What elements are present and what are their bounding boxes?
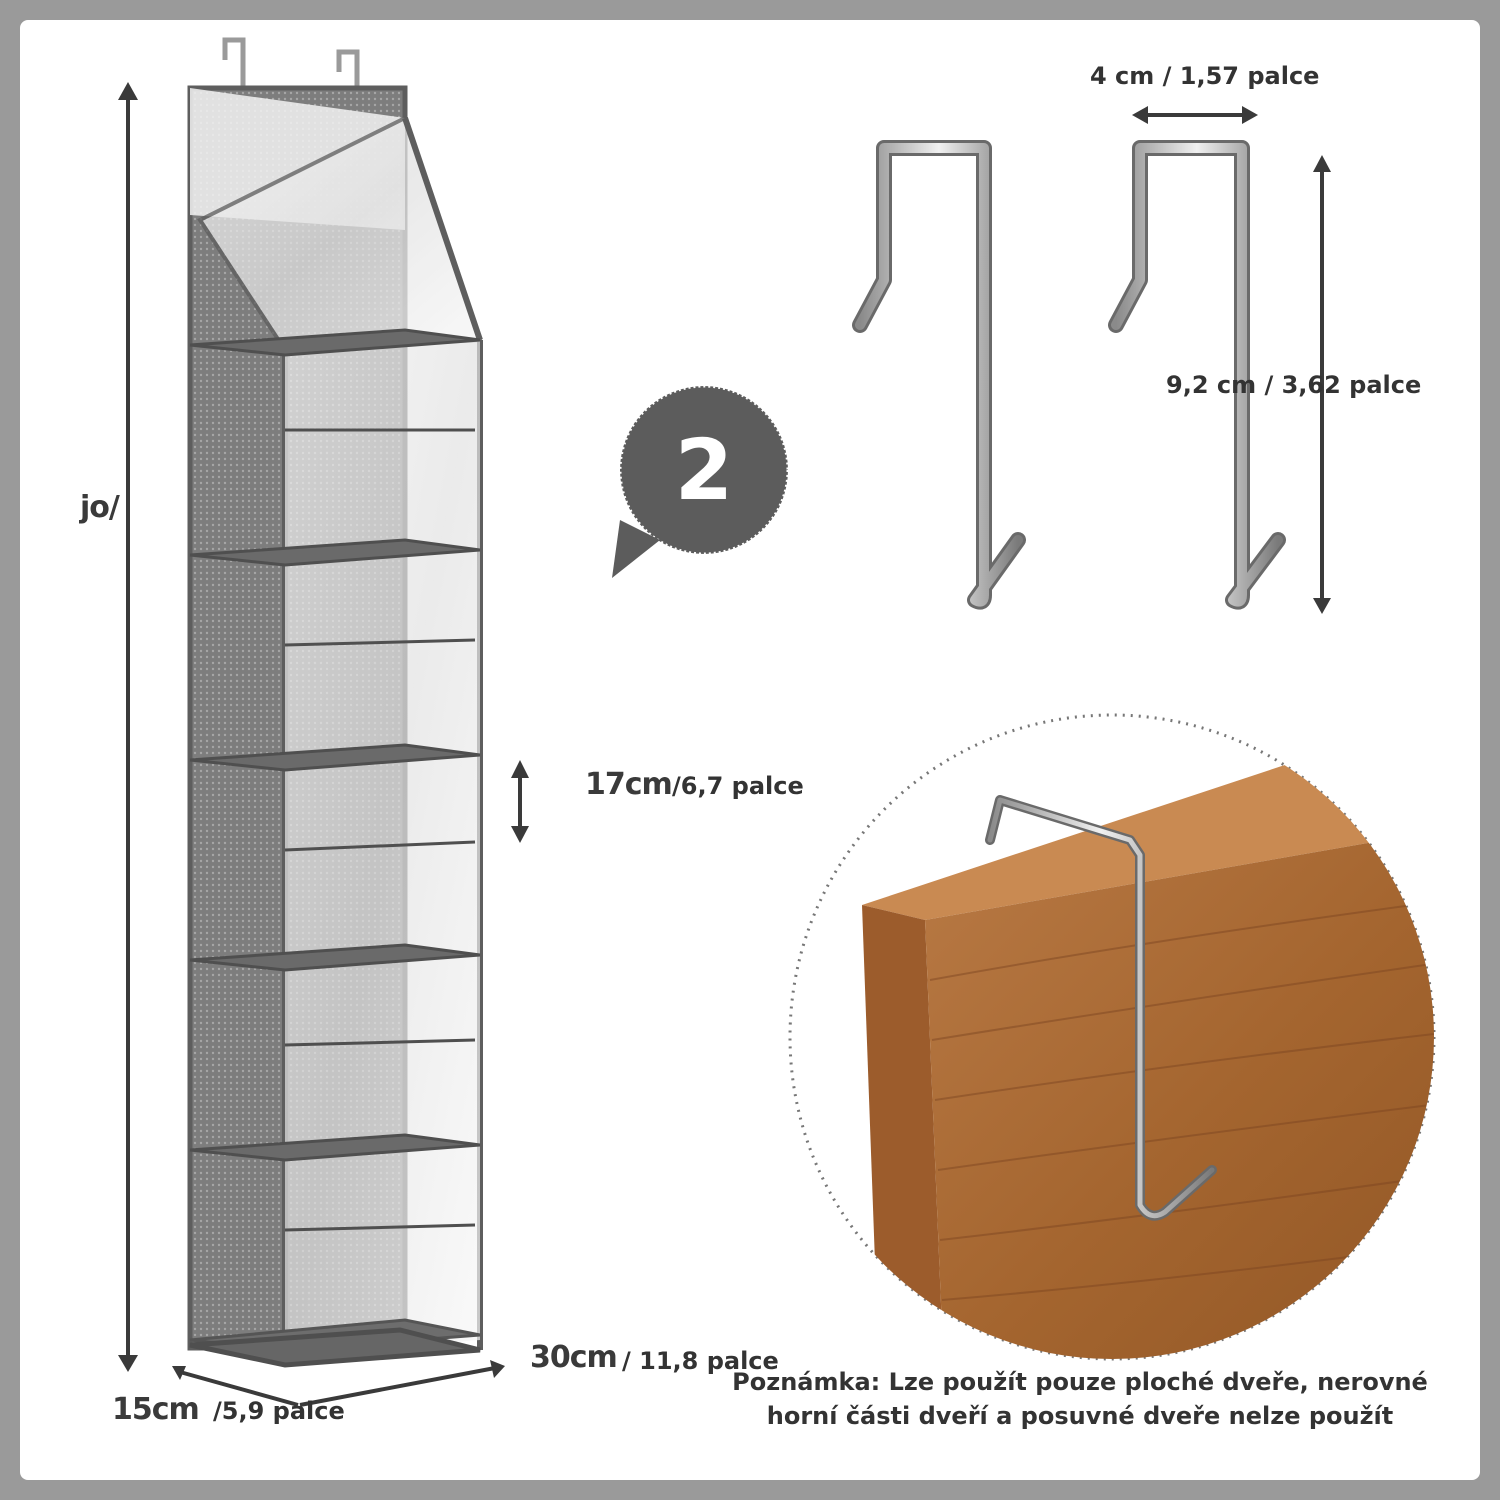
hook-width-arrow [1132,106,1258,124]
width-in-label: / 11,8 palce [622,1347,779,1375]
depth-cm-label: 15cm [112,1392,200,1427]
shelf-height-cm-label: 17cm [585,767,673,802]
usage-note: Poznámka: Lze použít pouze ploché dveře,… [720,1365,1440,1433]
usage-note-line-2: horní části dveří a posuvné dveře nelze … [766,1402,1394,1430]
hook-width-label: 4 cm / 1,57 palce [1090,62,1320,90]
hanging-organizer-illustration [187,37,483,1368]
hook-count-badge-number: 2 [674,421,734,519]
hook-height-label: 9,2 cm / 3,62 palce [1166,371,1422,399]
illustration-canvas [118,37,1436,1407]
total-height-label: jo/ [80,490,120,525]
organizer-hook-left [222,37,246,118]
hook-illustration-right [1108,140,1286,610]
shelf-height-arrow [511,760,529,843]
quantity-badge [612,384,790,578]
width-cm-label: 30cm [530,1340,618,1375]
usage-note-line-1: Poznámka: Lze použít pouze ploché dveře,… [732,1368,1428,1396]
depth-in-label: /5,9 palce [213,1397,345,1425]
shelf-height-in-label: /6,7 palce [672,772,804,800]
door-mount-detail [788,713,1436,1361]
hook-illustration-left [852,140,1026,610]
depth-dimension-arrow [172,1366,299,1407]
width-dimension-arrow [299,1360,505,1407]
hook-height-arrow [1313,155,1331,614]
product-image-card [20,20,1480,1480]
height-dimension-arrow [118,82,138,1372]
organizer-shelf-lines [189,328,481,1232]
